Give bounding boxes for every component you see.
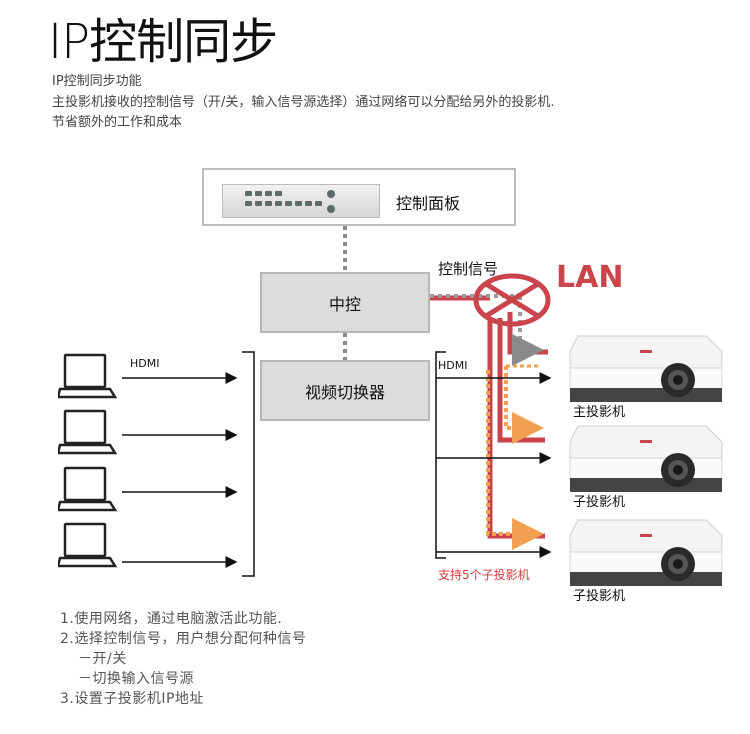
laptop-icon — [58, 522, 118, 568]
note-1: 1.使用网络，通过电脑激活此功能. — [60, 611, 283, 627]
projector-icon — [569, 425, 723, 492]
lan-red-sub1 — [497, 318, 545, 443]
page-title: IP控制同步 — [48, 14, 278, 70]
central-control-box: 中控 — [260, 272, 430, 333]
control-signal-label: 控制信号 — [438, 260, 499, 278]
control-signal-to-main — [512, 296, 544, 366]
output-bracket — [435, 351, 446, 559]
video-switcher-box: 视频切换器 — [260, 360, 430, 421]
control-panel-label: 控制面板 — [396, 194, 461, 213]
projector-sub1-label: 子投影机 — [573, 495, 626, 510]
note-2: 2.选择控制信号，用户想分配何种信号 — [60, 631, 307, 647]
control-panel-device — [222, 184, 380, 218]
laptop-icon — [58, 409, 118, 455]
note-2-sub-2: －切换输入信号源 — [78, 671, 194, 687]
lan-router-icon — [473, 273, 551, 327]
orange-signal-sub1 — [504, 366, 544, 444]
note-2-sub-1: －开/关 — [78, 651, 127, 667]
projector-icon — [569, 519, 723, 586]
note-3: 3.设置子投影机IP地址 — [60, 691, 204, 707]
description-line-3: 节省额外的工作和成本 — [52, 115, 183, 130]
projector-main-label: 主投影机 — [573, 405, 626, 420]
lan-red-main — [507, 312, 548, 355]
input-bracket — [242, 351, 255, 577]
description-line-2: 主投影机接收的控制信号（开/关，输入信号源选择）通过网络可以分配给另外的投影机. — [52, 95, 555, 110]
description-line-1: IP控制同步功能 — [52, 74, 142, 89]
video-switcher-label: 视频切换器 — [304, 382, 385, 402]
projector-icon — [569, 335, 723, 402]
hdmi-input-label: HDMI — [130, 357, 160, 370]
orange-signal-sub2 — [486, 370, 544, 550]
laptop-icon — [58, 353, 118, 399]
lan-label: LAN — [556, 260, 624, 295]
support-note: 支持5个子投影机 — [438, 568, 530, 582]
hdmi-output-label: HDMI — [438, 359, 468, 372]
projector-sub2-label: 子投影机 — [573, 589, 626, 604]
central-control-label: 中控 — [328, 294, 361, 314]
laptop-icon — [58, 466, 118, 512]
